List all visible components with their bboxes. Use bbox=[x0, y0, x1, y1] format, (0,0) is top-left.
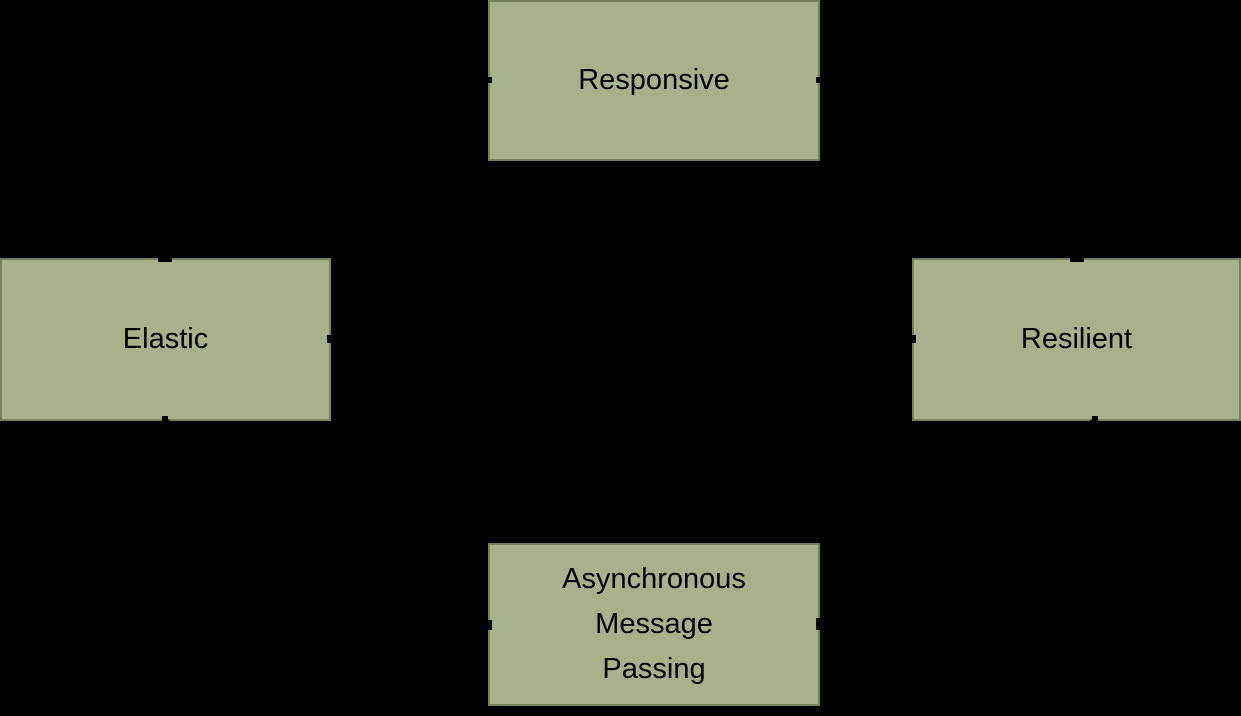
node-responsive: Responsive bbox=[488, 0, 820, 161]
node-resilient-label: Resilient bbox=[1020, 323, 1133, 355]
node-elastic: Elastic bbox=[0, 258, 331, 421]
node-async-label-line-1: Asynchronous bbox=[562, 563, 746, 595]
connector-line bbox=[164, 77, 490, 261]
connector-line bbox=[818, 77, 1078, 261]
node-async-message-passing: Asynchronous Message Passing bbox=[488, 543, 820, 706]
node-async-label-line-3: Passing bbox=[602, 653, 706, 685]
node-elastic-label: Elastic bbox=[122, 323, 209, 355]
node-resilient: Resilient bbox=[912, 258, 1241, 421]
node-responsive-label: Responsive bbox=[578, 64, 730, 96]
connector-line bbox=[819, 417, 1096, 626]
node-async-label-line-2: Message bbox=[595, 608, 713, 640]
connector-line bbox=[164, 417, 490, 626]
